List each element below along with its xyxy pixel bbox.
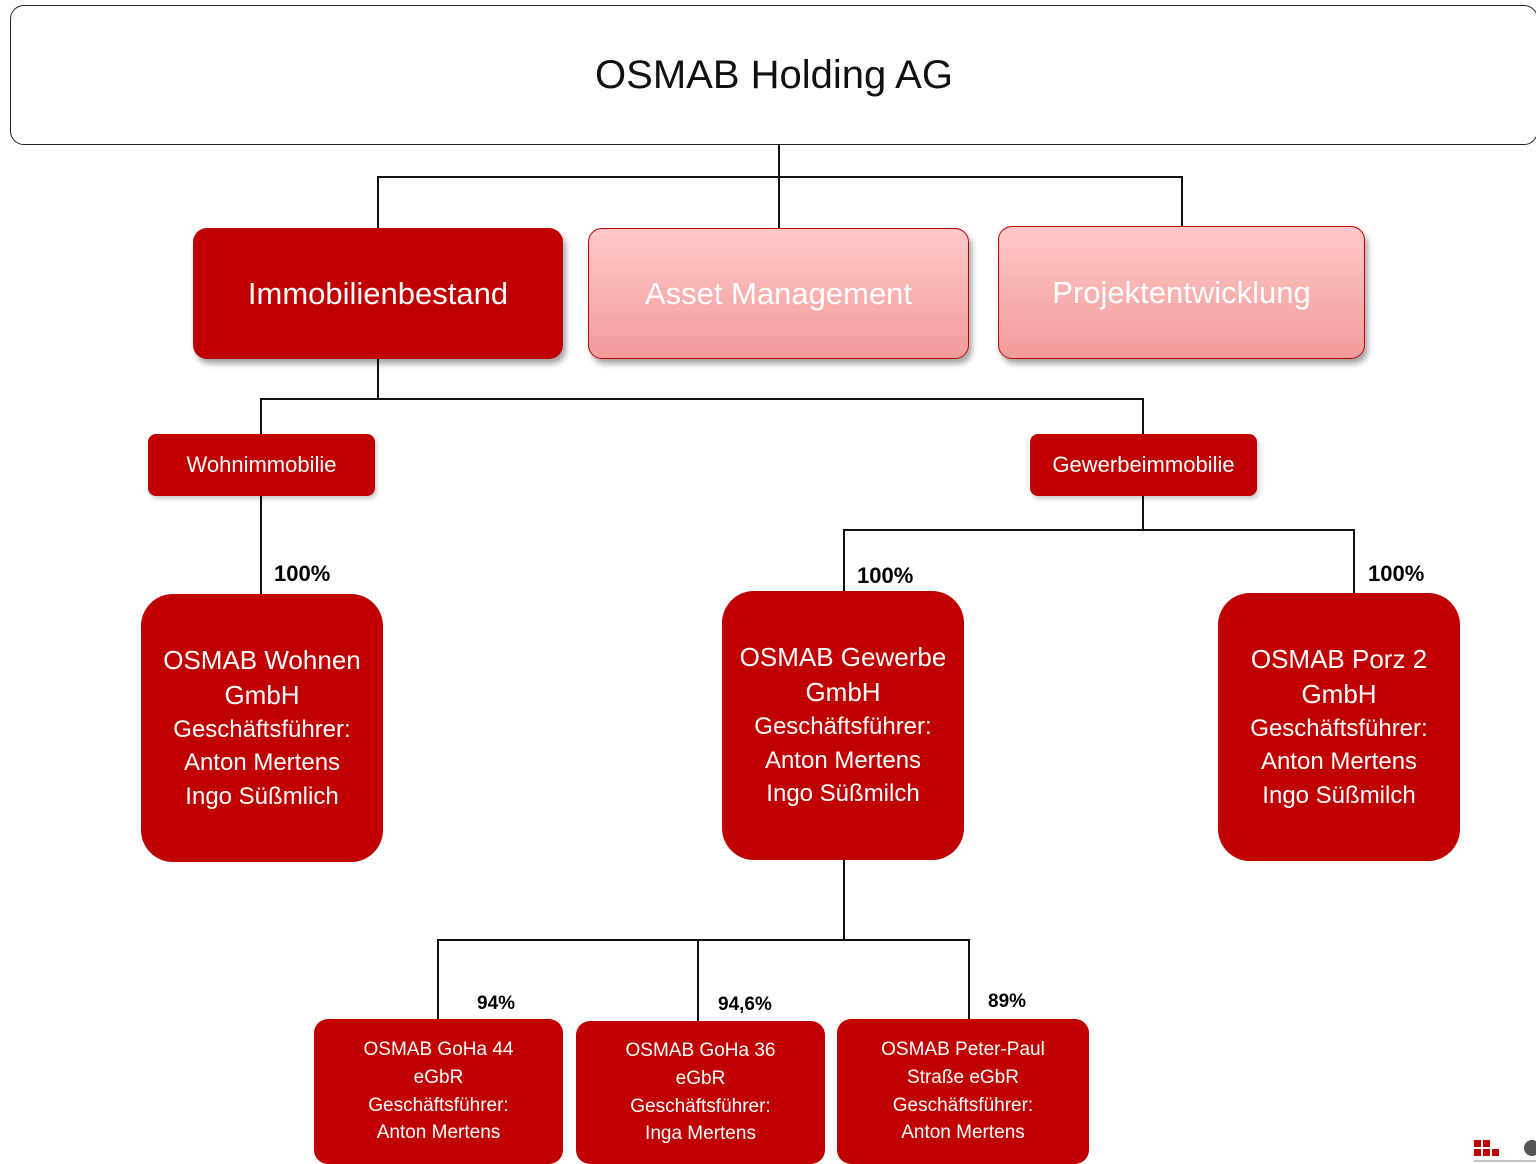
- connector-line: [697, 939, 699, 1021]
- gf-label: Geschäftsführer:: [754, 713, 932, 741]
- connector-line: [1142, 398, 1144, 434]
- subsidiary-osmab-peter-paul: OSMAB Peter-Paul Straße eGbR Geschäftsfü…: [837, 1019, 1089, 1164]
- share-label: 100%: [857, 563, 914, 588]
- division-label: Asset Management: [644, 275, 913, 311]
- connector-line: [377, 176, 379, 228]
- subsidiary-form: eGbR: [413, 1066, 464, 1088]
- subsidiary-form: Straße eGbR: [907, 1066, 1019, 1088]
- connector-line: [778, 176, 780, 228]
- connector-line: [437, 939, 439, 1019]
- subsidiary-name: OSMAB GoHa 44: [363, 1039, 514, 1061]
- share-label: 94%: [477, 993, 516, 1014]
- holding-node: OSMAB Holding AG: [10, 5, 1536, 145]
- gf-name: Anton Mertens: [183, 749, 341, 777]
- gf-name: Anton Mertens: [376, 1122, 501, 1144]
- share-label: 100%: [274, 561, 331, 586]
- gf-name: Anton Mertens: [901, 1122, 1025, 1144]
- connector-line: [843, 529, 845, 591]
- company-form: GmbH: [805, 677, 881, 708]
- connector-line: [843, 860, 845, 940]
- gf-label: Geschäftsführer:: [173, 715, 351, 743]
- subsidiary-osmab-goha-36: OSMAB GoHa 36 eGbR Geschäftsführer: Inga…: [576, 1021, 825, 1164]
- connector-line: [437, 939, 970, 941]
- connector-line: [377, 359, 379, 399]
- subsidiary-name: OSMAB Peter-Paul: [881, 1039, 1045, 1061]
- connector-line: [968, 939, 970, 1019]
- company-form: GmbH: [1301, 678, 1377, 709]
- gf-name: Ingo Süßmilch: [1262, 781, 1416, 809]
- division-asset-management: Asset Management: [588, 228, 969, 359]
- osmab-logo-icon: [1474, 1140, 1536, 1162]
- connector-line: [1353, 529, 1355, 593]
- connector-line: [1142, 496, 1144, 530]
- division-immobilienbestand: Immobilienbestand: [193, 228, 563, 359]
- share-label: 94,6%: [718, 994, 772, 1015]
- subsidiary-name: OSMAB GoHa 36: [625, 1040, 776, 1062]
- company-osmab-gewerbe: OSMAB Gewerbe GmbH Geschäftsführer: Anto…: [722, 591, 964, 860]
- connector-line: [377, 176, 1183, 178]
- company-name: OSMAB Wohnen: [163, 644, 361, 675]
- connector-line: [260, 398, 1144, 400]
- connector-line: [260, 496, 262, 596]
- share-label: 89%: [988, 991, 1027, 1012]
- gf-label: Geschäftsführer:: [1250, 714, 1428, 742]
- company-name: OSMAB Porz 2: [1250, 643, 1428, 674]
- segment-label: Wohnimmobilie: [186, 452, 337, 477]
- share-label: 100%: [1368, 561, 1425, 586]
- gf-label: Geschäftsführer:: [630, 1095, 771, 1117]
- division-label: Immobilienbestand: [247, 275, 509, 311]
- gf-name: Ingo Süßmlich: [185, 782, 339, 810]
- company-name: OSMAB Gewerbe: [739, 642, 947, 673]
- company-osmab-wohnen: OSMAB Wohnen GmbH Geschäftsführer: Anton…: [141, 594, 383, 862]
- subsidiary-form: eGbR: [675, 1067, 726, 1089]
- gf-name: Anton Mertens: [1260, 748, 1418, 776]
- gf-name: Anton Mertens: [764, 746, 922, 774]
- division-projektentwicklung: Projektentwicklung: [998, 226, 1365, 359]
- segment-label: Gewerbeimmobilie: [1052, 452, 1235, 477]
- gf-name: Ingo Süßmilch: [766, 780, 920, 808]
- subsidiary-osmab-goha-44: OSMAB GoHa 44 eGbR Geschäftsführer: Anto…: [314, 1019, 563, 1164]
- gf-name: Inga Mertens: [645, 1123, 756, 1145]
- company-form: GmbH: [224, 679, 300, 710]
- holding-label: OSMAB Holding AG: [595, 52, 953, 97]
- segment-gewerbeimmobilie: Gewerbeimmobilie: [1030, 434, 1257, 496]
- segment-wohnimmobilie: Wohnimmobilie: [148, 434, 375, 496]
- gf-label: Geschäftsführer:: [368, 1094, 509, 1116]
- connector-line: [843, 529, 1355, 531]
- division-label: Projektentwicklung: [1052, 274, 1311, 310]
- company-osmab-porz-2: OSMAB Porz 2 GmbH Geschäftsführer: Anton…: [1218, 593, 1460, 861]
- connector-line: [260, 398, 262, 434]
- connector-line: [778, 145, 780, 177]
- gf-label: Geschäftsführer:: [892, 1094, 1034, 1116]
- connector-line: [1181, 176, 1183, 228]
